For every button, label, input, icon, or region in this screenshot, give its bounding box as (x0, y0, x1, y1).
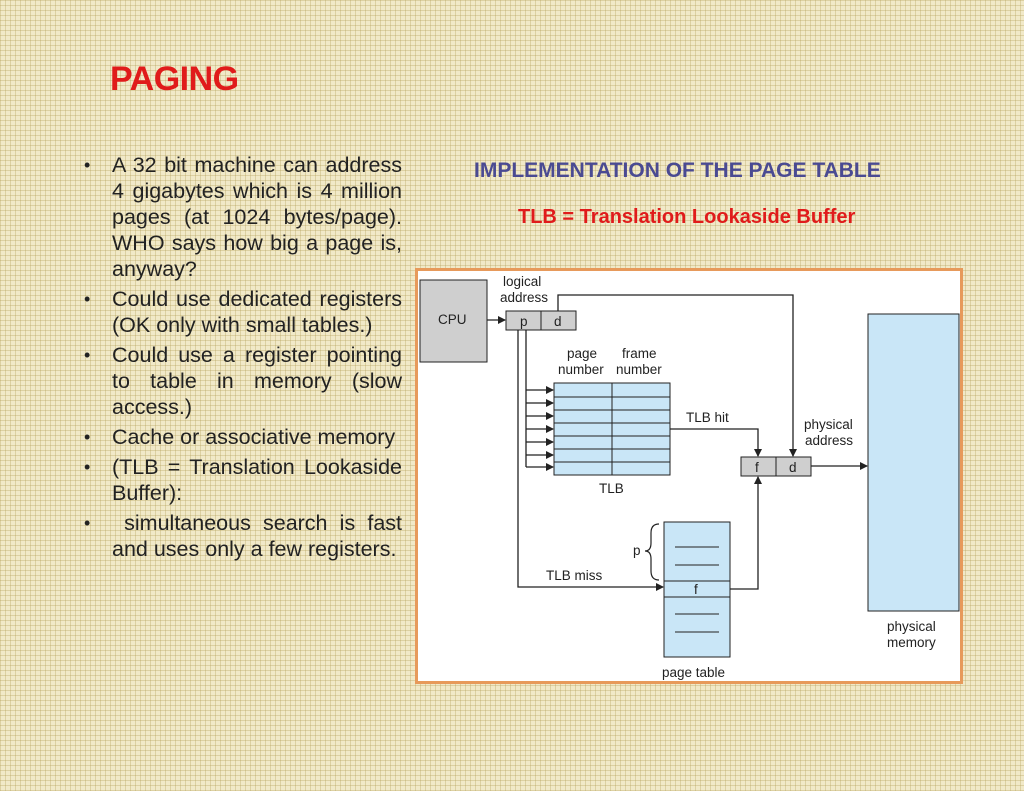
tlb-hit-label: TLB hit (686, 410, 729, 425)
tlb-label: TLB (599, 481, 624, 496)
physical-address-label: address (805, 433, 853, 448)
bullet-item: (TLB = Translation Lookaside Buffer): (80, 454, 402, 506)
p-label: p (520, 314, 528, 329)
cpu-label: CPU (438, 312, 467, 327)
f-label: f (755, 460, 759, 475)
tlb-table (553, 382, 671, 476)
tlb-hit-line (670, 428, 762, 457)
page-table-label: page table (662, 665, 725, 680)
tlb-subtitle: TLB = Translation Lookaside Buffer (518, 206, 856, 228)
tlb-miss-label: TLB miss (546, 568, 603, 583)
logical-address-label: logical (503, 274, 541, 289)
frame-number-label: number (616, 362, 662, 377)
page-number-label: page (567, 346, 597, 361)
tlb-miss-line (517, 330, 664, 591)
bullet-item: A 32 bit machine can address 4 gigabytes… (80, 152, 402, 282)
d-label: d (789, 460, 797, 475)
bullet-item: simultaneous search is fast and uses onl… (80, 510, 402, 562)
physical-memory-label: memory (887, 635, 936, 650)
diagram-canvas: CPU logical address p d page number fram… (419, 274, 960, 680)
bullet-item: Could use a register pointing to table i… (80, 342, 402, 420)
p-brace (644, 523, 660, 581)
frame-number-label: frame (622, 346, 657, 361)
bullet-list: A 32 bit machine can address 4 gigabytes… (80, 152, 402, 566)
physical-address-label: physical (804, 417, 853, 432)
cpu-box (419, 279, 488, 363)
bullet-item: Could use dedicated registers (OK only w… (80, 286, 402, 338)
physical-memory-box (867, 313, 960, 612)
slide-title: PAGING (110, 60, 239, 98)
page-table (663, 521, 731, 658)
implementation-heading: IMPLEMENTATION OF THE PAGE TABLE (474, 159, 881, 182)
page-number-label: number (558, 362, 604, 377)
logical-address-label: address (500, 290, 548, 305)
d-label: d (554, 314, 562, 329)
bullet-item: Cache or associative memory (80, 424, 402, 450)
tlb-diagram: CPU logical address p d page number fram… (415, 268, 963, 684)
p-brace-label: p (633, 543, 641, 558)
page-table-frame-line (730, 476, 762, 590)
offset-line (557, 294, 797, 457)
page-table-f-label: f (694, 582, 698, 597)
physical-memory-label: physical (887, 619, 936, 634)
tlb-search-arrows (526, 386, 554, 471)
